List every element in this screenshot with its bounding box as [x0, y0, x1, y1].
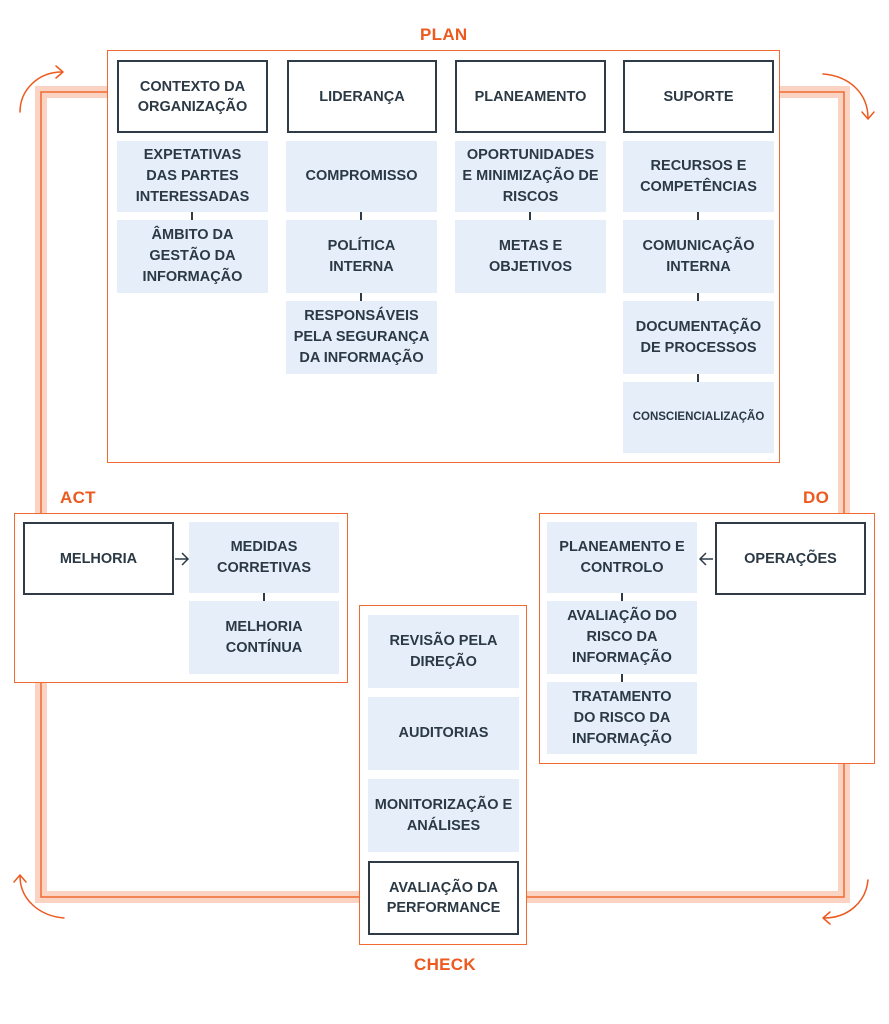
plan-lideranca-title: LIDERANÇA — [319, 88, 405, 105]
do-item-2: AVALIAÇÃO DO RISCO DA INFORMAÇÃO — [547, 601, 697, 674]
do-header: OPERAÇÕES — [715, 522, 866, 595]
plan-planeamento-item-2-label: METAS E OBJETIVOS — [489, 237, 572, 275]
cycle-arrow-top-right-head — [861, 111, 875, 120]
plan-lideranca-item-2-label: POLÍTICA INTERNA — [327, 237, 396, 275]
plan-suporte-item-1: RECURSOS E COMPETÊNCIAS — [623, 141, 774, 212]
connector — [697, 374, 699, 382]
do-item-3: TRATAMENTO DO RISCO DA INFORMAÇÃO — [547, 682, 697, 754]
do-title: DO — [803, 488, 830, 507]
check-item-2: AUDITORIAS — [368, 697, 519, 770]
act-item-2: MELHORIA CONTÍNUA — [189, 601, 339, 674]
arrow-right-icon — [175, 552, 190, 566]
plan-planeamento-item-2: METAS E OBJETIVOS — [455, 220, 606, 293]
plan-suporte-header: SUPORTE — [623, 60, 774, 133]
plan-lideranca-item-3-label: RESPONSÁVEIS PELA SEGURANÇA DA INFORMAÇÃ… — [293, 308, 430, 366]
plan-lideranca-header: LIDERANÇA — [287, 60, 437, 133]
act-item-2-label: MELHORIA CONTÍNUA — [225, 618, 303, 656]
plan-lideranca-item-1-label: COMPROMISSO — [305, 168, 418, 184]
act-item-1-label: MEDIDAS CORRETIVAS — [217, 538, 311, 576]
plan-suporte-item-1-label: RECURSOS E COMPETÊNCIAS — [640, 157, 757, 195]
cycle-arrow-top-left — [19, 71, 63, 113]
do-item-1: PLANEAMENTO E CONTROLO — [547, 522, 697, 593]
connector — [360, 293, 362, 301]
connector — [697, 212, 699, 220]
connector — [697, 293, 699, 301]
cycle-arrow-bottom-right — [823, 879, 869, 919]
cycle-arrow-bottom-left — [19, 875, 65, 919]
plan-contexto-title: CONTEXTO DA ORGANIZAÇÃO — [137, 78, 248, 115]
do-item-1-label: PLANEAMENTO E CONTROLO — [559, 538, 685, 576]
connector — [621, 674, 623, 682]
connector — [360, 212, 362, 220]
connector — [529, 212, 531, 220]
arrow-left-icon — [698, 552, 713, 566]
plan-suporte-item-3-label: DOCUMENTAÇÃO DE PROCESSOS — [635, 318, 762, 356]
check-item-3: MONITORIZAÇÃO E ANÁLISES — [368, 779, 519, 852]
act-header: MELHORIA — [23, 522, 174, 595]
check-title-label: AVALIAÇÃO DA PERFORMANCE — [386, 880, 501, 916]
plan-planeamento-header: PLANEAMENTO — [455, 60, 606, 133]
connector — [621, 593, 623, 601]
do-item-3-label: TRATAMENTO DO RISCO DA INFORMAÇÃO — [572, 688, 672, 747]
plan-contexto-header: CONTEXTO DA ORGANIZAÇÃO — [117, 60, 268, 133]
check-item-1-label: REVISÃO PELA DIREÇÃO — [389, 632, 498, 670]
plan-suporte-item-2-label: COMUNICAÇÃO INTERNA — [642, 237, 755, 275]
connector — [263, 593, 265, 601]
plan-contexto-item-1: EXPETATIVAS DAS PARTES INTERESSADAS — [117, 141, 268, 212]
check-item-3-label: MONITORIZAÇÃO E ANÁLISES — [374, 796, 513, 834]
cycle-arrow-bottom-right-head — [822, 911, 831, 925]
check-header: AVALIAÇÃO DA PERFORMANCE — [368, 861, 519, 935]
plan-lideranca-item-1: COMPROMISSO — [286, 141, 437, 212]
cycle-arrow-bottom-left-head — [13, 874, 27, 883]
plan-lideranca-item-3: RESPONSÁVEIS PELA SEGURANÇA DA INFORMAÇÃ… — [286, 301, 437, 374]
plan-suporte-item-2: COMUNICAÇÃO INTERNA — [623, 220, 774, 293]
plan-planeamento-title: PLANEAMENTO — [474, 88, 587, 105]
cycle-arrow-top-right — [822, 73, 869, 119]
act-item-1: MEDIDAS CORRETIVAS — [189, 522, 339, 593]
act-title-label: MELHORIA — [59, 550, 138, 567]
plan-contexto-item-1-label: EXPETATIVAS DAS PARTES INTERESSADAS — [135, 147, 250, 205]
cycle-arrow-top-left-head — [55, 65, 64, 79]
plan-lideranca-item-2: POLÍTICA INTERNA — [286, 220, 437, 293]
plan-suporte-item-3: DOCUMENTAÇÃO DE PROCESSOS — [623, 301, 774, 374]
do-title-label: OPERAÇÕES — [744, 550, 837, 567]
plan-planeamento-item-1-label: OPORTUNIDADES E MINIMIZAÇÃO DE RISCOS — [462, 147, 599, 205]
plan-planeamento-item-1: OPORTUNIDADES E MINIMIZAÇÃO DE RISCOS — [455, 141, 606, 212]
plan-suporte-item-4: CONSCIENCIALIZAÇÃO — [623, 382, 774, 453]
plan-suporte-item-4-label: CONSCIENCIALIZAÇÃO — [632, 411, 765, 423]
plan-contexto-item-2: ÂMBITO DA GESTÃO DA INFORMAÇÃO — [117, 220, 268, 293]
act-title: ACT — [60, 488, 96, 507]
plan-title: PLAN — [420, 25, 468, 44]
check-title: CHECK — [414, 955, 476, 974]
plan-suporte-title: SUPORTE — [663, 88, 734, 105]
plan-contexto-item-2-label: ÂMBITO DA GESTÃO DA INFORMAÇÃO — [142, 227, 243, 285]
check-item-1: REVISÃO PELA DIREÇÃO — [368, 615, 519, 688]
connector — [191, 212, 193, 220]
check-item-2-label: AUDITORIAS — [398, 725, 489, 741]
do-item-2-label: AVALIAÇÃO DO RISCO DA INFORMAÇÃO — [567, 608, 677, 666]
